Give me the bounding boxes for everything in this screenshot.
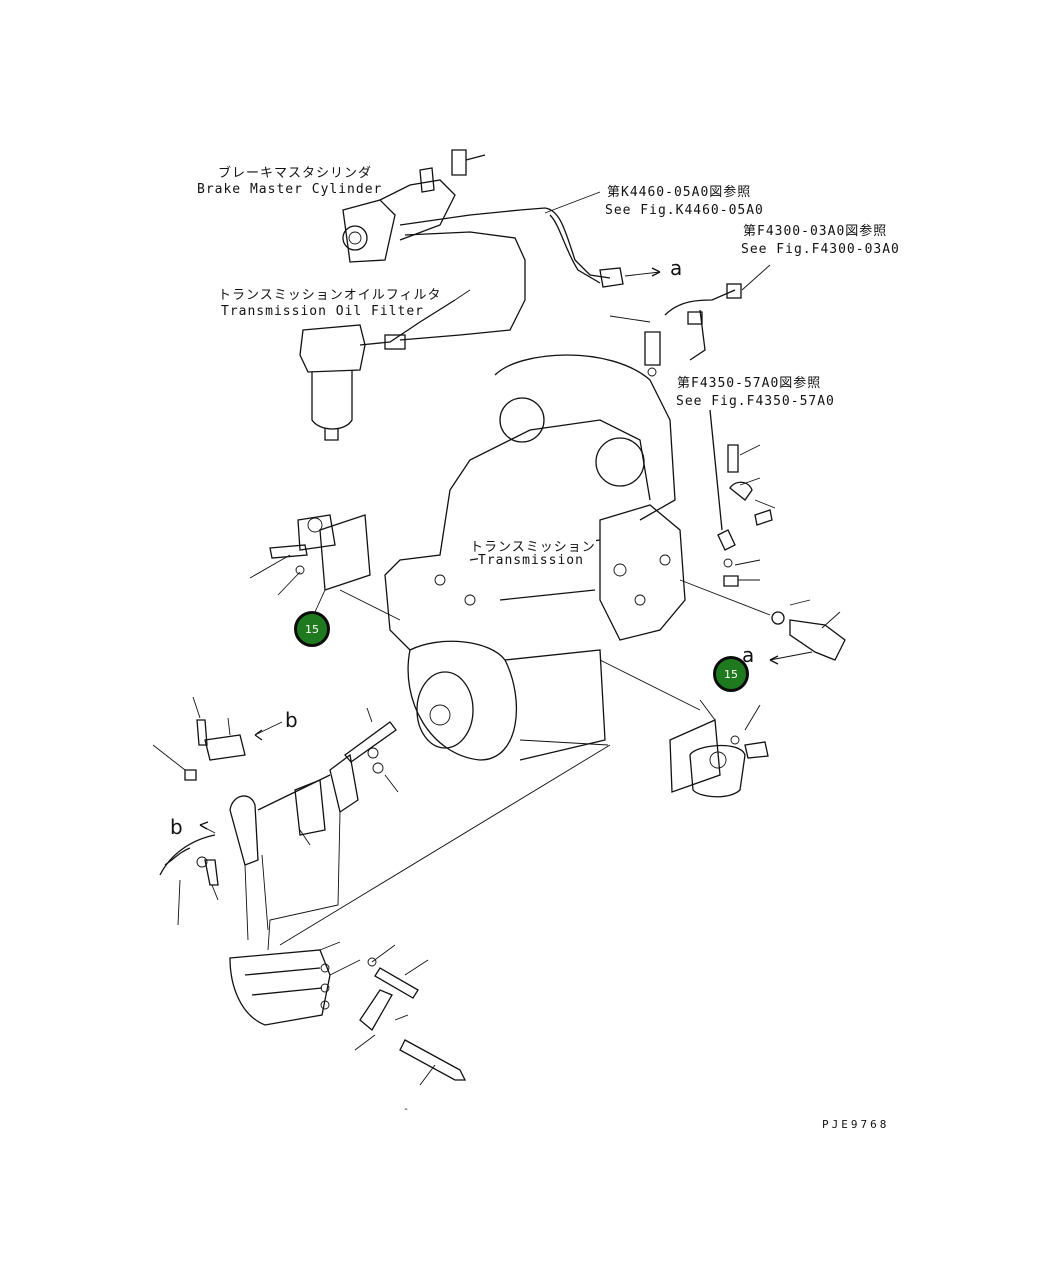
- trans-oil-filter-label-jp: トランスミッションオイルフィルタ: [218, 288, 442, 303]
- ref-f4350-label-en: See Fig.F4350-57A0: [676, 394, 835, 409]
- right-mount-bracket-drawing: [599, 659, 769, 798]
- callout-letter-a-top: a: [670, 256, 683, 280]
- ref-k4460-label-en: See Fig.K4460-05A0: [605, 203, 764, 218]
- brake-master-cylinder-label-en: Brake Master Cylinder: [197, 182, 383, 197]
- ref-f4350-label-jp: 第F4350-57A0図参照: [677, 376, 822, 391]
- sensor-harness-drawing: [609, 264, 771, 377]
- left-mount-bracket-drawing: [249, 514, 401, 621]
- callout-letter-a-right: a: [742, 643, 755, 667]
- transmission-label-jp: トランスミッション: [470, 540, 596, 555]
- ref-k4460-label-jp: 第K4460-05A0図参照: [607, 185, 752, 200]
- callout-letter-b-left: b: [170, 815, 183, 839]
- part-15-hotspot-left[interactable]: 15: [294, 611, 330, 647]
- transmission-oil-filter-drawing: [299, 299, 456, 441]
- dash-mark: -: [403, 1104, 411, 1115]
- drawing-code: PJE9768: [822, 1118, 890, 1131]
- brake-master-cylinder-drawing: [342, 149, 624, 341]
- callout-letter-b-upper: b: [285, 708, 298, 732]
- transmission-label-en: Transmission: [478, 553, 584, 568]
- ref-f4300-label-en: See Fig.F4300-03A0: [741, 242, 900, 257]
- ref-f4300-label-jp: 第F4300-03A0図参照: [743, 224, 888, 239]
- brake-master-cylinder-label-jp: ブレーキマスタシリンダ: [218, 166, 373, 181]
- part-15-hotspot-right[interactable]: 15: [713, 656, 749, 692]
- right-fasteners-drawing: [679, 409, 846, 665]
- linkage-assembly-drawing: [152, 696, 611, 1086]
- trans-oil-filter-label-en: Transmission Oil Filter: [221, 304, 425, 319]
